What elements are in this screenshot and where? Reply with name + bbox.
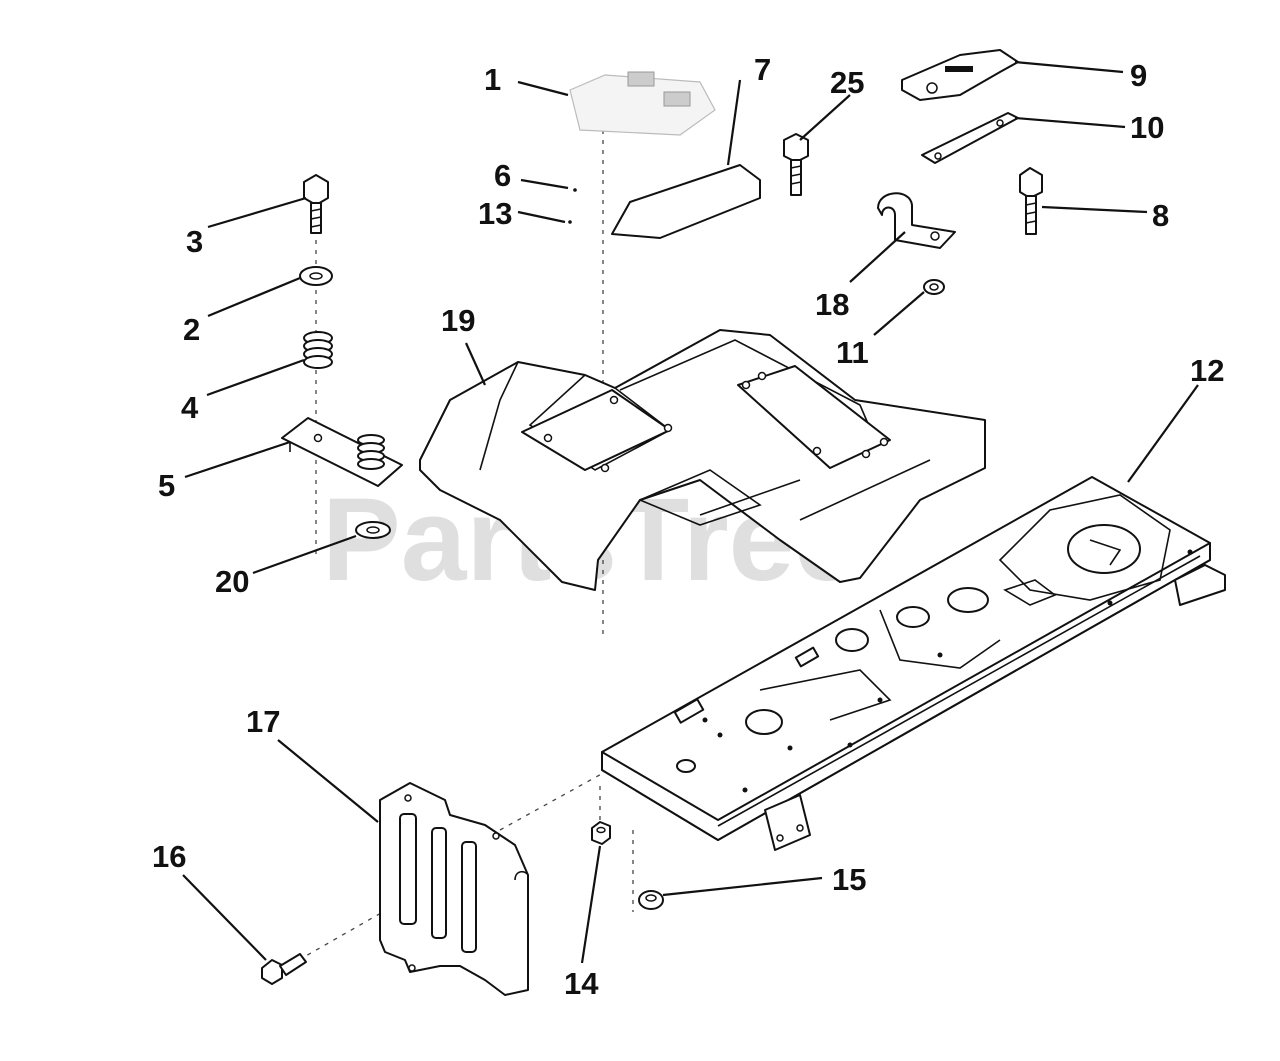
callout-16: 16 [152, 839, 186, 874]
callout-1: 1 [484, 62, 501, 97]
part-12-main-frame [601, 476, 1226, 851]
callout-labels: 1 2 3 4 5 6 7 8 9 10 11 12 13 14 15 16 1… [152, 52, 1224, 1001]
part-15-flange-nut [638, 890, 664, 910]
part-18-clamp [877, 192, 956, 249]
callout-2: 2 [183, 312, 200, 347]
leader-lines [182, 60, 1199, 964]
callout-5: 5 [158, 468, 175, 503]
part-16-bolt [261, 953, 307, 985]
callout-9: 9 [1130, 58, 1147, 93]
callout-17: 17 [246, 704, 280, 739]
callout-4: 4 [181, 390, 199, 425]
part-2-washer [299, 266, 333, 286]
callout-19: 19 [441, 303, 475, 338]
part-9-bracket [901, 49, 1019, 101]
part-20-washer [355, 521, 391, 539]
part-1-seat-decal [569, 71, 716, 136]
callout-8: 8 [1152, 198, 1169, 233]
callout-3: 3 [186, 224, 203, 259]
callout-25: 25 [830, 65, 864, 100]
part-10-strip [921, 112, 1019, 164]
part-3-bolt [303, 174, 329, 234]
callout-10: 10 [1130, 110, 1164, 145]
parts-6-13-pins [568, 188, 577, 224]
callout-18: 18 [815, 287, 849, 322]
part-11-nut [923, 279, 945, 295]
part-4-spring [303, 331, 333, 369]
callout-6: 6 [494, 158, 511, 193]
part-25-bolt [783, 133, 809, 196]
callout-13: 13 [478, 196, 512, 231]
part-8-bolt [1019, 167, 1043, 235]
callout-12: 12 [1190, 353, 1224, 388]
part-17-mounting-bracket [379, 782, 529, 996]
callout-15: 15 [832, 862, 866, 897]
callout-14: 14 [564, 966, 599, 1001]
callout-11: 11 [836, 335, 869, 370]
callout-7: 7 [754, 52, 771, 87]
part-19-body-pan [419, 329, 986, 591]
part-7-plate [611, 164, 761, 239]
part-14-nut [591, 821, 611, 845]
part-5-spring-plate [281, 417, 403, 487]
callout-20: 20 [215, 564, 249, 599]
